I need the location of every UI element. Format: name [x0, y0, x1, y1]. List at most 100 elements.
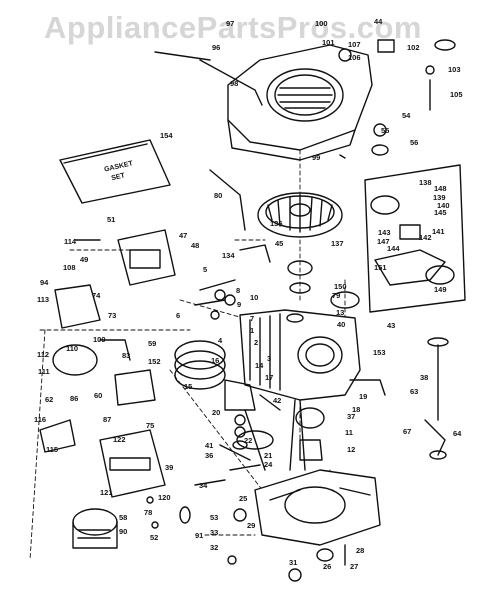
callout-64: 64 — [453, 429, 462, 438]
callout-101: 101 — [322, 38, 335, 47]
callout-99: 99 — [312, 153, 320, 162]
callout-55: 55 — [381, 126, 389, 135]
callout-41: 41 — [205, 441, 213, 450]
callout-34: 34 — [199, 481, 208, 490]
callout-14: 14 — [255, 361, 264, 370]
callout-136: 136 — [270, 219, 283, 228]
carburetor — [52, 229, 176, 406]
callout-18: 18 — [352, 405, 360, 414]
callout-141: 141 — [432, 227, 445, 236]
callout-114: 114 — [64, 237, 77, 246]
callout-78: 78 — [144, 508, 152, 517]
gasket-card-line-2: SET — [111, 172, 127, 182]
crankshaft — [289, 399, 325, 471]
callout-142: 142 — [419, 233, 432, 242]
callout-56: 56 — [410, 138, 418, 147]
callout-110: 110 — [66, 344, 78, 353]
callout-17: 17 — [265, 373, 273, 382]
callout-153: 153 — [373, 348, 386, 357]
callout-1: 1 — [250, 326, 254, 335]
callout-2: 2 — [254, 338, 258, 347]
callout-90: 90 — [119, 527, 127, 536]
callout-111: 111 — [38, 367, 50, 376]
callout-115: 115 — [46, 445, 58, 454]
callout-138: 138 — [419, 178, 432, 187]
callout-26: 26 — [323, 562, 331, 571]
callout-105: 105 — [450, 90, 463, 99]
callout-143: 143 — [378, 228, 391, 237]
callout-numbers: 9796981001014410710610210310554555699154… — [34, 17, 463, 571]
callout-7: 7 — [250, 314, 254, 323]
callout-49: 49 — [80, 255, 88, 264]
callout-21: 21 — [264, 451, 272, 460]
gasket-set-card — [59, 139, 171, 204]
callout-137: 137 — [331, 239, 344, 248]
callout-67: 67 — [403, 427, 411, 436]
callout-113: 113 — [37, 295, 49, 304]
callout-48: 48 — [191, 241, 199, 250]
callout-150: 150 — [334, 282, 347, 291]
assembly-guide-lines — [29, 149, 346, 561]
callout-43: 43 — [387, 321, 395, 330]
callout-51: 51 — [107, 215, 115, 224]
callout-74: 74 — [92, 291, 101, 300]
callout-5: 5 — [203, 265, 207, 274]
callout-6: 6 — [176, 311, 180, 320]
callout-58: 58 — [119, 513, 127, 522]
callout-134: 134 — [222, 251, 235, 260]
callout-10: 10 — [250, 293, 258, 302]
callout-122: 122 — [113, 435, 126, 444]
callout-47: 47 — [179, 231, 187, 240]
callout-140: 140 — [437, 201, 450, 210]
callout-149: 149 — [434, 285, 447, 294]
callout-151: 151 — [374, 263, 387, 272]
callout-60: 60 — [94, 391, 102, 400]
callout-9: 9 — [237, 300, 241, 309]
callout-19: 19 — [359, 392, 367, 401]
callout-107: 107 — [348, 40, 361, 49]
callout-39: 39 — [165, 463, 173, 472]
callout-28: 28 — [356, 546, 364, 555]
callout-12: 12 — [347, 445, 355, 454]
blower-housing — [227, 44, 373, 161]
callout-145: 145 — [434, 208, 447, 217]
muffler — [72, 429, 166, 549]
callout-52: 52 — [150, 533, 158, 542]
callout-144: 144 — [387, 244, 400, 253]
callout-102: 102 — [407, 43, 420, 52]
callout-20: 20 — [212, 408, 220, 417]
callout-31: 31 — [289, 558, 297, 567]
callout-8: 8 — [236, 286, 240, 295]
callout-11: 11 — [345, 428, 353, 437]
callout-25: 25 — [239, 494, 247, 503]
callout-139: 139 — [433, 193, 446, 202]
callout-120: 120 — [158, 493, 171, 502]
callout-79: 79 — [332, 291, 340, 300]
callout-148: 148 — [434, 184, 447, 193]
dipstick-tube — [424, 337, 449, 460]
callout-62: 62 — [45, 395, 53, 404]
callout-4: 4 — [218, 336, 223, 345]
callout-80: 80 — [214, 191, 222, 200]
callout-3: 3 — [267, 354, 271, 363]
callout-147: 147 — [377, 237, 390, 246]
callout-15: 15 — [184, 382, 192, 391]
callout-32: 32 — [210, 543, 218, 552]
callout-96: 96 — [212, 43, 220, 52]
callout-63: 63 — [410, 387, 418, 396]
callout-33: 33 — [210, 528, 218, 537]
callout-152: 152 — [148, 357, 161, 366]
callout-109: 109 — [93, 335, 106, 344]
piston-assembly — [174, 340, 256, 411]
callout-116: 116 — [34, 415, 46, 424]
callout-59: 59 — [148, 339, 156, 348]
callout-45: 45 — [275, 239, 283, 248]
callout-106: 106 — [348, 53, 361, 62]
watermark: AppliancePartsPros.com — [44, 10, 422, 45]
callout-94: 94 — [40, 278, 49, 287]
callout-100: 100 — [315, 19, 328, 28]
callout-87: 87 — [103, 415, 111, 424]
callout-54: 54 — [402, 111, 411, 120]
